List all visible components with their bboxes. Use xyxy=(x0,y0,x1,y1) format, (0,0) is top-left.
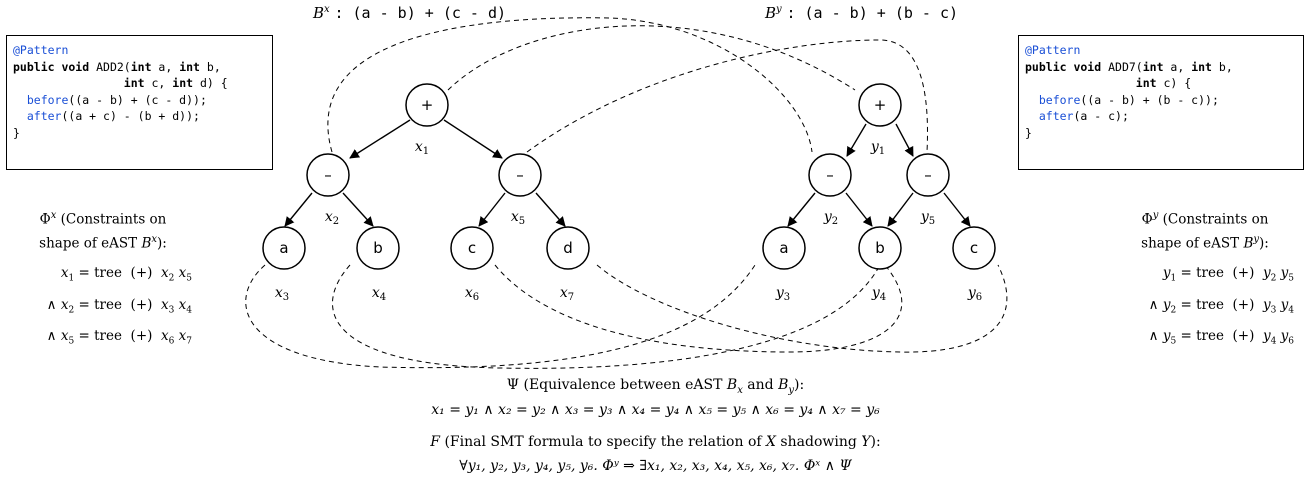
svg-text:+: + xyxy=(421,96,434,114)
var-label: y6 xyxy=(967,285,982,303)
code-box-add2: @Pattern public void ADD2(int a, int b, … xyxy=(6,35,273,170)
var-label: x3 xyxy=(275,285,289,303)
svg-text:d: d xyxy=(563,239,573,257)
constraint-equation: y1 = tree (+) y2 y5 xyxy=(1162,265,1294,284)
svg-text:c: c xyxy=(468,239,476,257)
var-label: x7 xyxy=(560,285,574,303)
node-y1: + xyxy=(858,83,902,127)
edge-y5-y6 xyxy=(943,192,971,227)
svg-text:a: a xyxy=(279,239,288,257)
psi-formula: x₁ = y₁ ∧ x₂ = y₂ ∧ x₃ = y₃ ∧ x₄ = y₄ ∧ … xyxy=(431,402,880,418)
tree-y-var-labels: y1 y2 y5 y3 y4 y6 xyxy=(775,139,982,303)
edge-y1-y2 xyxy=(846,123,867,157)
svg-text:–: – xyxy=(826,166,834,184)
node-y6: c xyxy=(952,226,996,270)
constraints-phi-y: Φy (Constraints on shape of eAST By): y1… xyxy=(1110,206,1300,355)
node-x1: + xyxy=(405,83,449,127)
var-label: x2 xyxy=(325,209,339,227)
tree-x-edges xyxy=(284,119,566,227)
annotation: @Pattern xyxy=(13,43,69,57)
var-label: y5 xyxy=(920,209,935,227)
edge-x5-x7 xyxy=(535,192,566,227)
tree-x-var-labels: x1 x2 x5 x3 x4 x6 x7 xyxy=(275,139,574,303)
tree-x-expression: : (a - b) + (c - d) xyxy=(334,4,507,22)
constraints-x-title: Φx (Constraints on shape of eAST Bx): xyxy=(39,210,167,251)
link-x4-y4 xyxy=(332,264,881,369)
svg-text:b: b xyxy=(875,239,885,257)
var-label: x5 xyxy=(511,209,525,227)
node-x7: d xyxy=(546,226,590,270)
node-x5: – xyxy=(498,153,542,197)
link-x6-y4 xyxy=(494,264,903,353)
node-y3: a xyxy=(762,226,806,270)
tree-x-heading: Bx : (a - b) + (c - d) xyxy=(313,4,507,22)
edge-x2-x3 xyxy=(284,192,313,227)
node-x4: b xyxy=(356,226,400,270)
tree-y-edges xyxy=(787,123,971,227)
var-label: y4 xyxy=(871,285,886,303)
final-title: F (Final SMT formula to specify the rela… xyxy=(430,434,881,450)
edge-y2-y4 xyxy=(845,192,873,227)
svg-text:–: – xyxy=(324,166,332,184)
final-formula: ∀y₁, y₂, y₃, y₄, y₅, y₆. Φʸ ⇒ ∃x₁, x₂, x… xyxy=(459,458,852,474)
edge-x1-x2 xyxy=(349,119,411,159)
constraint-equation: ∧ y2 = tree (+) y3 y4 xyxy=(1148,296,1294,316)
svg-text:+: + xyxy=(874,96,887,114)
node-y2: – xyxy=(808,153,852,197)
link-x5-y5 xyxy=(526,39,928,153)
link-x2-y2 xyxy=(327,17,813,153)
var-label: x6 xyxy=(465,285,479,303)
tree-y-expression: : (a - b) + (b - c) xyxy=(786,4,959,22)
edge-x1-x5 xyxy=(443,119,503,159)
constraint-equation: x1 = tree (+) x2 x5 xyxy=(60,265,192,284)
svg-text:–: – xyxy=(924,166,932,184)
svg-text:a: a xyxy=(779,239,788,257)
psi-title: Ψ (Equivalence between eAST Bx and By): xyxy=(506,377,805,396)
node-y5: – xyxy=(906,153,950,197)
edge-x5-x6 xyxy=(478,192,506,227)
node-x6: c xyxy=(450,226,494,270)
var-label: x1 xyxy=(415,139,429,157)
var-label: y3 xyxy=(775,285,790,303)
link-x1-y1 xyxy=(447,25,856,91)
constraint-equation: ∧ x5 = tree (+) x6 x7 xyxy=(46,328,192,348)
var-label: x4 xyxy=(372,285,386,303)
var-label: y2 xyxy=(823,209,838,227)
node-x2: – xyxy=(306,153,350,197)
svg-text:–: – xyxy=(516,166,524,184)
link-x7-y6 xyxy=(596,264,1008,353)
tree-y-heading: By : (a - b) + (b - c) xyxy=(765,4,959,22)
annotation: @Pattern xyxy=(1025,43,1081,57)
var-label: y1 xyxy=(870,139,885,157)
edge-x2-x4 xyxy=(342,192,374,227)
constraint-equation: ∧ y5 = tree (+) y4 y6 xyxy=(1148,328,1294,348)
node-y4: b xyxy=(858,226,902,270)
constraints-phi-x: Φx (Constraints on shape of eAST Bx): x1… xyxy=(8,206,198,355)
node-x3: a xyxy=(262,226,306,270)
constraint-equation: ∧ x2 = tree (+) x3 x4 xyxy=(46,296,192,316)
link-x3-y3 xyxy=(245,264,756,369)
edge-y5-y4 xyxy=(887,192,914,227)
edge-y1-y5 xyxy=(895,123,914,157)
code-box-add7: @Pattern public void ADD7(int a, int b, … xyxy=(1018,35,1304,170)
svg-text:c: c xyxy=(970,239,978,257)
svg-text:b: b xyxy=(373,239,383,257)
equivalence-links xyxy=(245,17,1008,369)
edge-y2-y3 xyxy=(787,192,816,227)
constraints-y-title: Φy (Constraints on shape of eAST By): xyxy=(1141,210,1269,251)
